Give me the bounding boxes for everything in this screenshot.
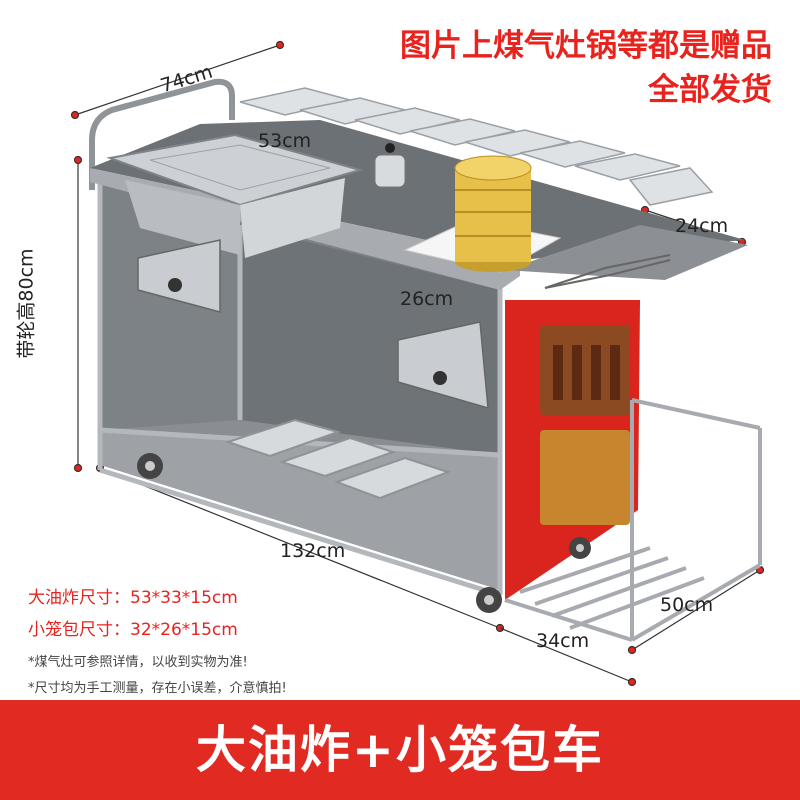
side-rack-label: 50cm <box>660 594 714 616</box>
note-line-2: *尺寸均为手工测量，存在小误差，介意慎拍! <box>28 681 287 696</box>
size-specs: 大油炸尺寸：53*33*15cm 小笼包尺寸：32*26*15cm <box>28 582 238 646</box>
food-cart-illustration <box>70 40 765 687</box>
burner-left <box>137 239 221 313</box>
note-line-1: *煤气灶可参照详情，以收到实物为准! <box>28 655 248 670</box>
disclaimer-notes: *煤气灶可参照详情，以收到实物为准! *尺寸均为手工测量，存在小误差，介意慎拍! <box>28 650 287 702</box>
burner-right <box>397 321 489 410</box>
product-banner: 大油炸+小笼包车 <box>0 700 800 800</box>
banner-title: 大油炸+小笼包车 <box>196 721 604 779</box>
bottom-trays <box>224 418 451 500</box>
steamer-width-label: 26cm <box>400 288 454 310</box>
fryer-size-spec: 大油炸尺寸：53*33*15cm <box>28 588 238 608</box>
kettle-icon <box>374 143 406 188</box>
height-label: 带轮高80cm <box>15 248 38 359</box>
display-cabinet <box>505 300 640 600</box>
promo-line-1: 图片上煤气灶锅等都是赠品 <box>400 28 772 64</box>
fryer-basin <box>106 133 364 258</box>
side-rack <box>504 398 762 642</box>
shelf-extension-label: 24cm <box>675 215 729 237</box>
fryer-width-label: 53cm <box>258 130 312 152</box>
cart-body <box>89 78 748 598</box>
promo-line-2: 全部发货 <box>648 72 772 108</box>
promo-text: 图片上煤气灶锅等都是赠品 全部发货 <box>400 24 772 112</box>
tray-row <box>239 87 714 206</box>
wheels <box>137 453 591 613</box>
side-depth-label: 34cm <box>536 630 590 652</box>
bamboo-steamer <box>454 155 532 272</box>
length-label: 132cm <box>280 540 346 562</box>
tongs-icon <box>544 254 671 289</box>
steamer-size-spec: 小笼包尺寸：32*26*15cm <box>28 620 238 640</box>
